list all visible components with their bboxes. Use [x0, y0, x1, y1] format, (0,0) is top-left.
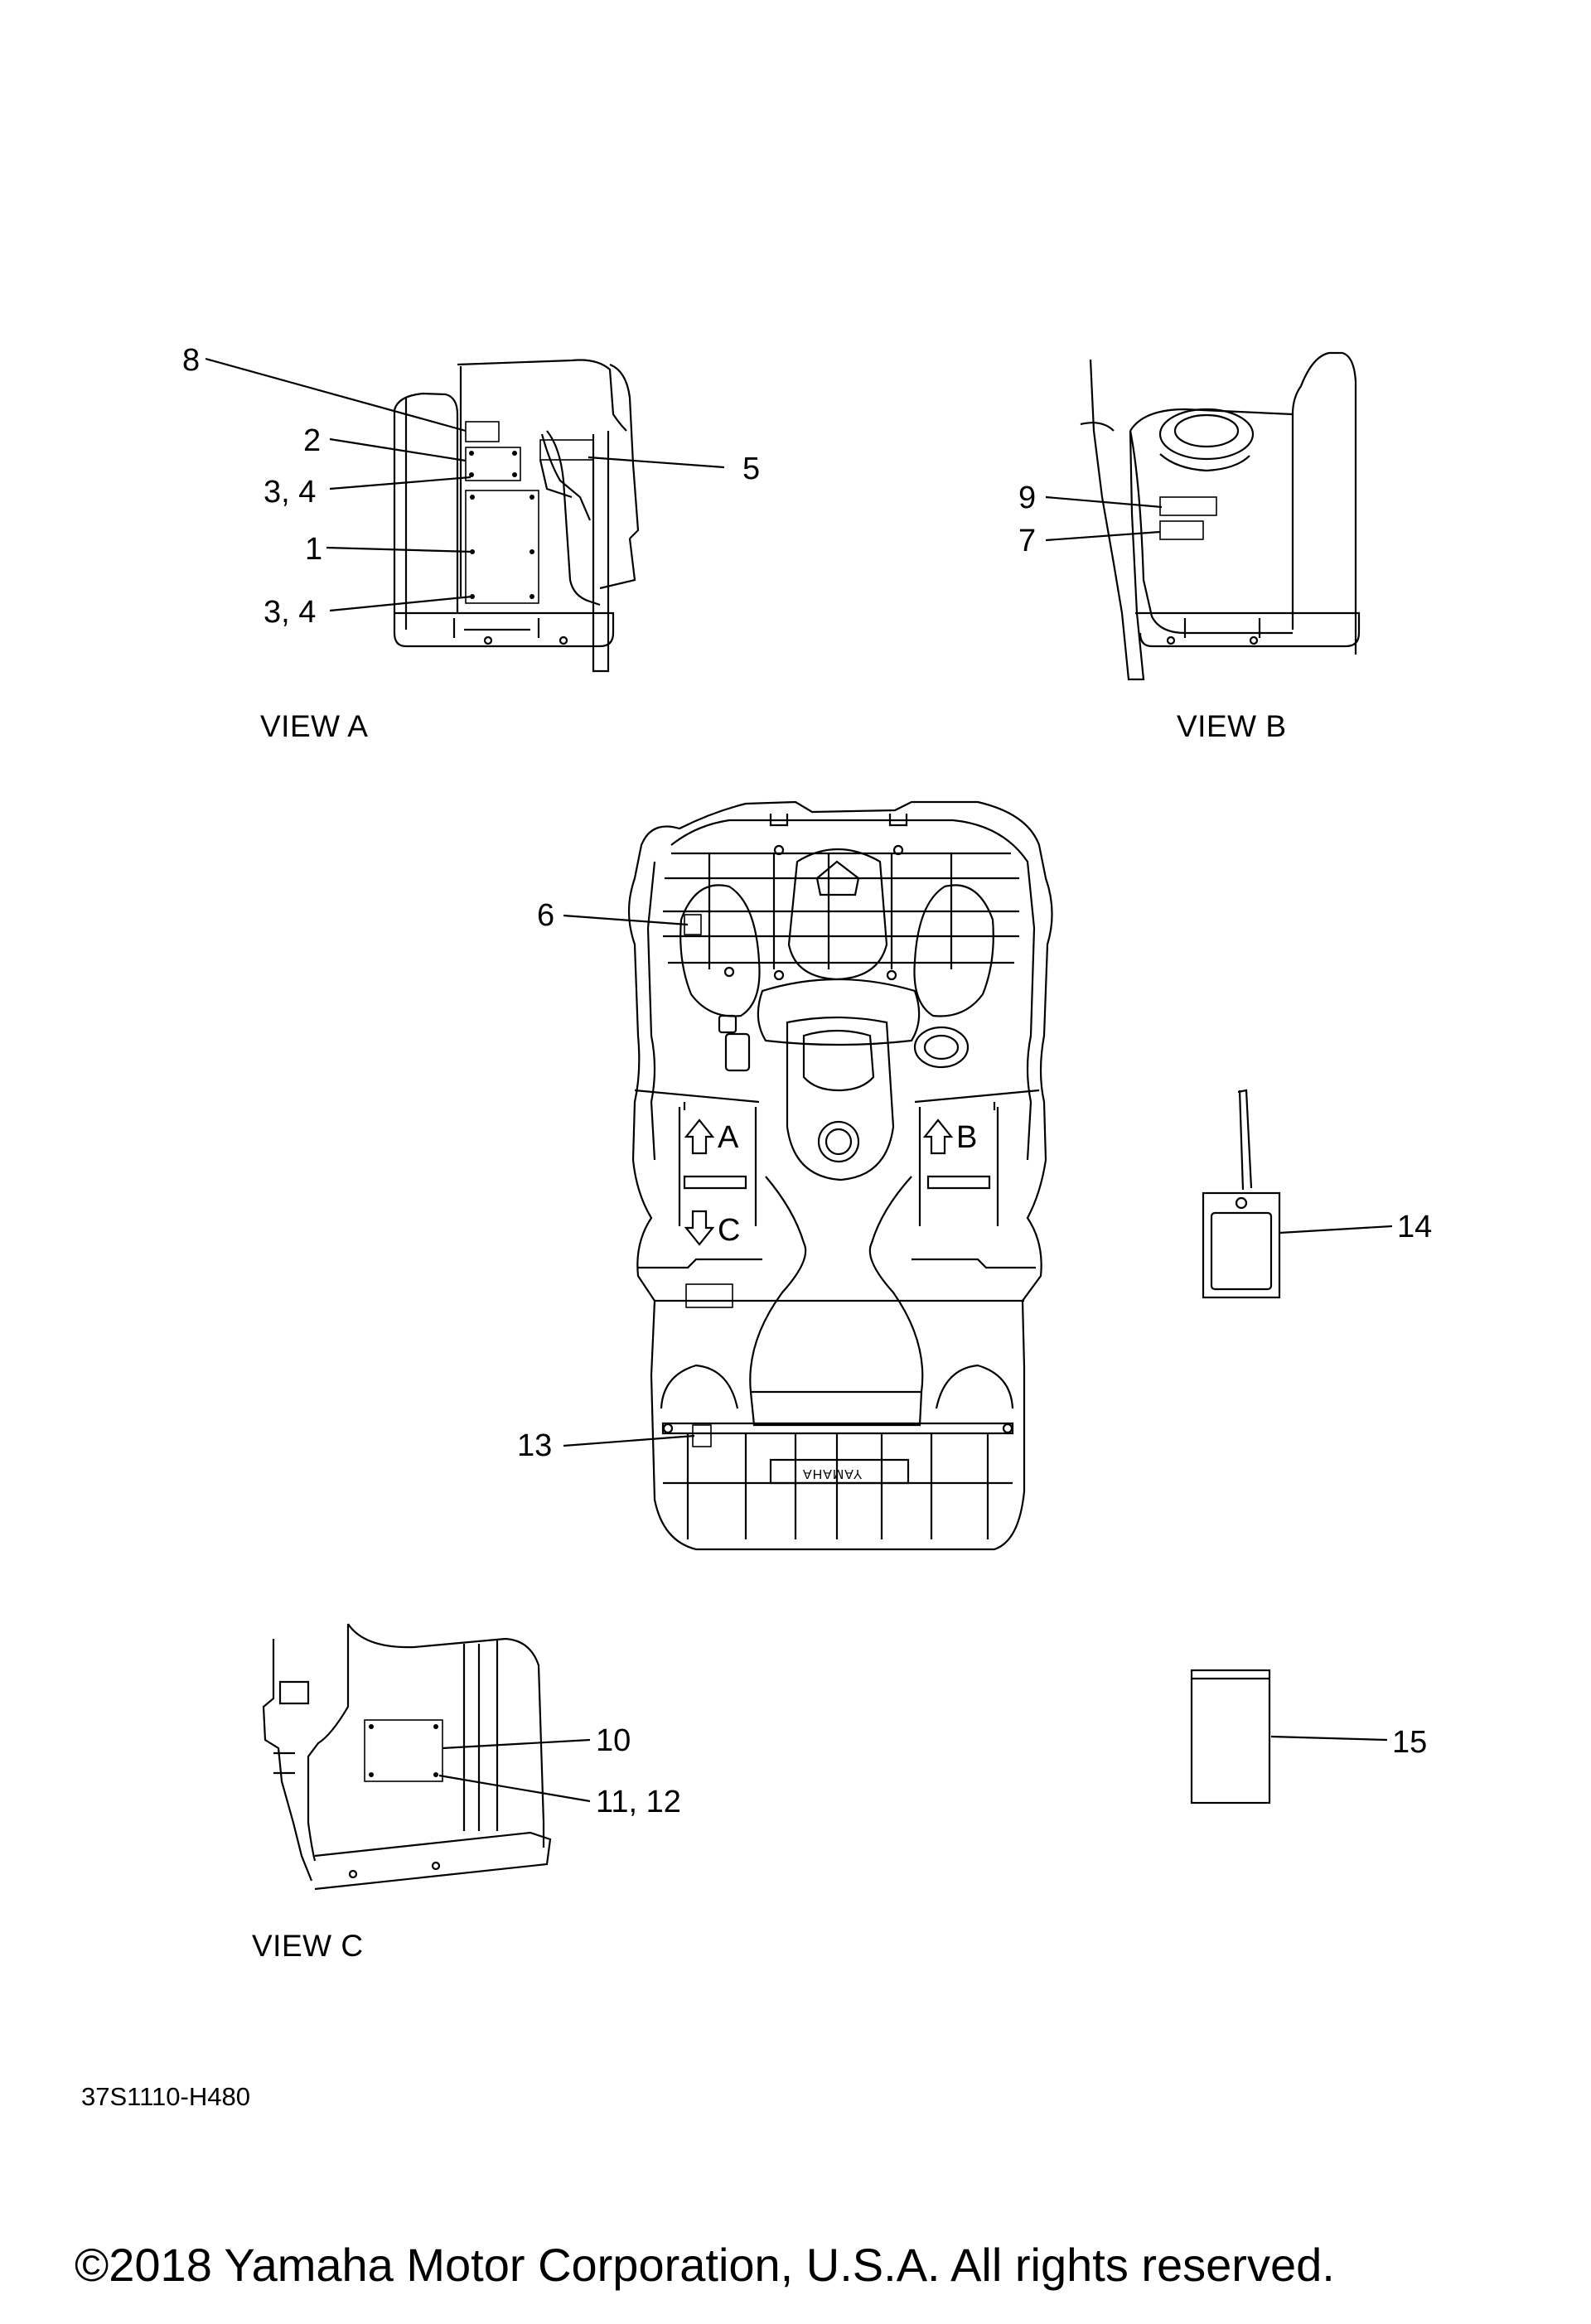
- arrow-label-a: A: [718, 1120, 739, 1155]
- callout-3-4-lower: 3, 4: [264, 595, 317, 630]
- view-arrows: [684, 1119, 954, 1246]
- arrow-b-icon: [922, 1119, 954, 1155]
- callout-10: 10: [596, 1723, 631, 1758]
- hang-tag-drawing: [1202, 1089, 1393, 1299]
- callout-11-12: 11, 12: [596, 1785, 681, 1819]
- callout-6: 6: [537, 898, 555, 933]
- callout-5: 5: [742, 452, 761, 486]
- callout-14: 14: [1397, 1210, 1433, 1244]
- arrow-label-c: C: [718, 1213, 741, 1248]
- copyright-notice: ©2018 Yamaha Motor Corporation, U.S.A. A…: [75, 2239, 1335, 2291]
- callout-3-4-upper: 3, 4: [264, 475, 317, 510]
- arrow-label-b: B: [956, 1120, 978, 1155]
- rear-emblem: YAMAHA: [802, 1466, 863, 1481]
- callout-8: 8: [182, 343, 201, 378]
- callout-7: 7: [1018, 524, 1037, 558]
- callout-1: 1: [305, 532, 323, 567]
- callout-2: 2: [303, 423, 322, 458]
- view-b-drawing: [1045, 351, 1361, 681]
- callout-9: 9: [1018, 481, 1037, 515]
- view-b-caption: VIEW B: [1177, 709, 1287, 743]
- arrow-c-icon: [684, 1210, 715, 1246]
- part-code: 37S1110-H480: [81, 2082, 250, 2111]
- callout-15: 15: [1392, 1725, 1428, 1760]
- view-a-caption: VIEW A: [260, 709, 369, 743]
- view-a-drawing: [205, 357, 725, 673]
- manual-drawing: [1190, 1669, 1388, 1805]
- view-c-caption: VIEW C: [252, 1929, 364, 1963]
- view-c-drawing: [262, 1623, 591, 1891]
- callout-13: 13: [517, 1428, 553, 1463]
- arrow-a-icon: [684, 1119, 715, 1155]
- atv-top-view: [563, 800, 1053, 1551]
